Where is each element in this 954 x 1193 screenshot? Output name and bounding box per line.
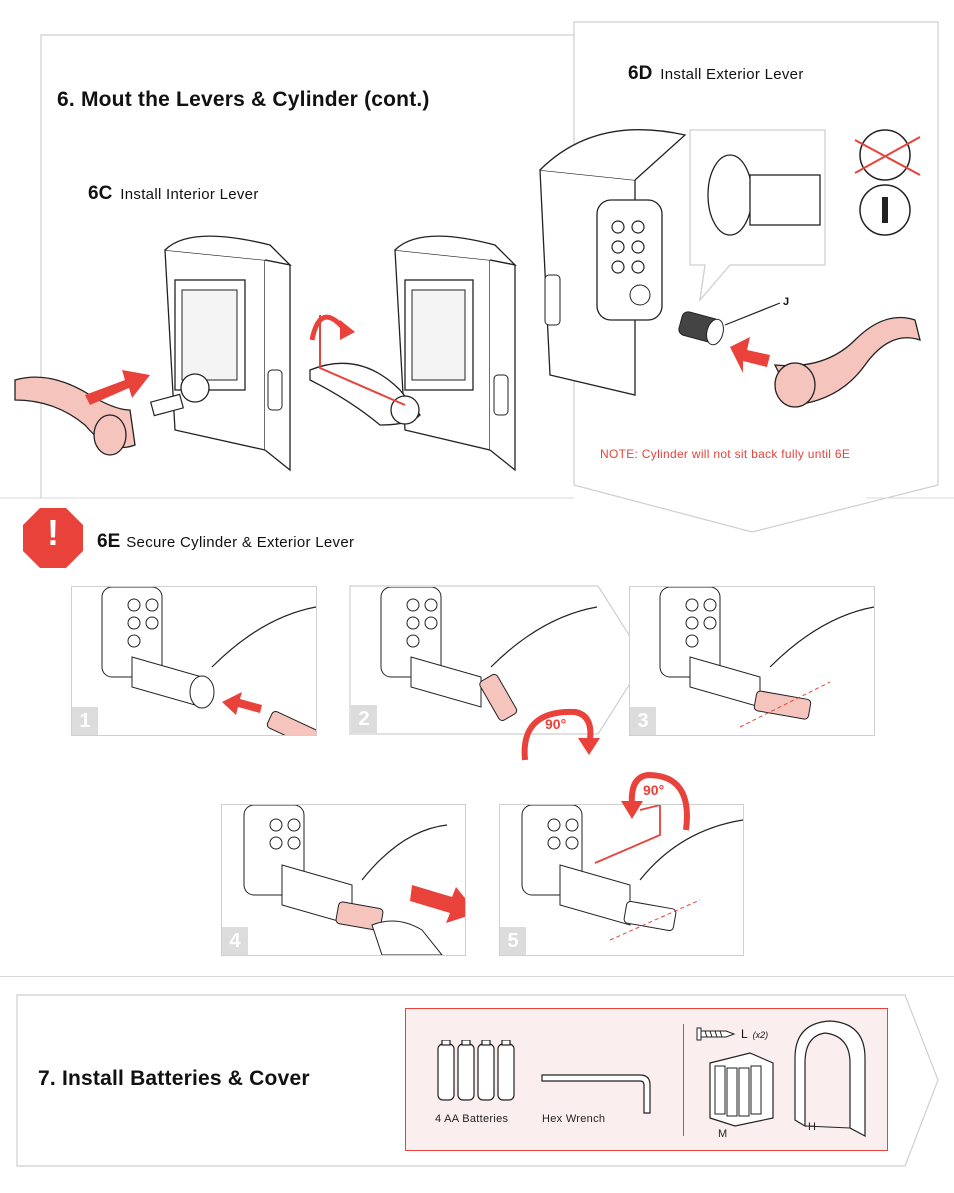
step-panel-4: 4	[221, 804, 466, 956]
section-divider	[0, 976, 954, 977]
screw-label: L (x2)	[741, 1027, 768, 1041]
parts-divider	[683, 1024, 684, 1136]
step-6e-title: Secure Cylinder & Exterior Lever	[126, 534, 355, 551]
screw-quantity: (x2)	[752, 1030, 769, 1040]
step-6d-title: Install Exterior Lever	[660, 66, 804, 83]
step-6e-heading: 6E Secure Cylinder & Exterior Lever	[97, 531, 354, 553]
hex-wrench-icon	[541, 1074, 651, 1114]
step-6c-title: Install Interior Lever	[120, 186, 259, 203]
step-6e-number: 6E	[97, 531, 121, 552]
battery-pack-icon	[709, 1052, 774, 1127]
step-6c-illustration	[14, 235, 517, 472]
step-panel-5: 5	[499, 804, 744, 956]
panel-5-number: 5	[500, 927, 526, 955]
step-panel-1: 1	[71, 586, 317, 736]
panel-4-number: 4	[222, 927, 248, 955]
rotation-label-b: 90°	[643, 782, 665, 798]
rotation-label-a: 90°	[545, 716, 567, 732]
step-6d-heading: 6D Install Exterior Lever	[628, 63, 804, 85]
rotate-arrow-b-icon	[621, 771, 690, 831]
screw-part-letter: L	[741, 1027, 748, 1041]
step-panel-3: 3	[629, 586, 875, 736]
battery-pack-label: M	[718, 1128, 728, 1140]
batteries-label: 4 AA Batteries	[435, 1113, 509, 1125]
panel-1-drawing	[101, 587, 316, 735]
step-6d-number: 6D	[628, 63, 653, 84]
panel-1-number: 1	[72, 707, 98, 735]
step-6d-illustration	[539, 129, 921, 408]
screw-icon	[696, 1027, 736, 1041]
step-6c-number: 6C	[88, 183, 113, 204]
hex-wrench-label: Hex Wrench	[542, 1113, 606, 1125]
section-7-title: 7. Install Batteries & Cover	[38, 1067, 310, 1090]
step-panel-2: 2	[351, 587, 597, 733]
cover-icon	[794, 1020, 866, 1137]
warning-symbol: !	[47, 512, 59, 553]
panel-4-drawing	[243, 805, 465, 955]
step-6d-note: NOTE: Cylinder will not sit back fully u…	[600, 447, 851, 461]
rotate-arrow-a-icon	[521, 708, 600, 761]
step-6c-heading: 6C Install Interior Lever	[88, 183, 259, 205]
panel-2-number: 2	[351, 705, 377, 733]
section-6-title: 6. Mout the Levers & Cylinder (cont.)	[57, 88, 430, 111]
cylinder-part-label: J	[783, 296, 790, 308]
warning-icon	[23, 508, 83, 568]
panel-5-drawing	[521, 805, 743, 941]
panel-3-drawing	[659, 587, 874, 728]
panel-2-drawing	[380, 587, 597, 721]
panel-3-number: 3	[630, 707, 656, 735]
batteries-icon	[437, 1040, 515, 1101]
cover-label: H	[808, 1121, 817, 1133]
